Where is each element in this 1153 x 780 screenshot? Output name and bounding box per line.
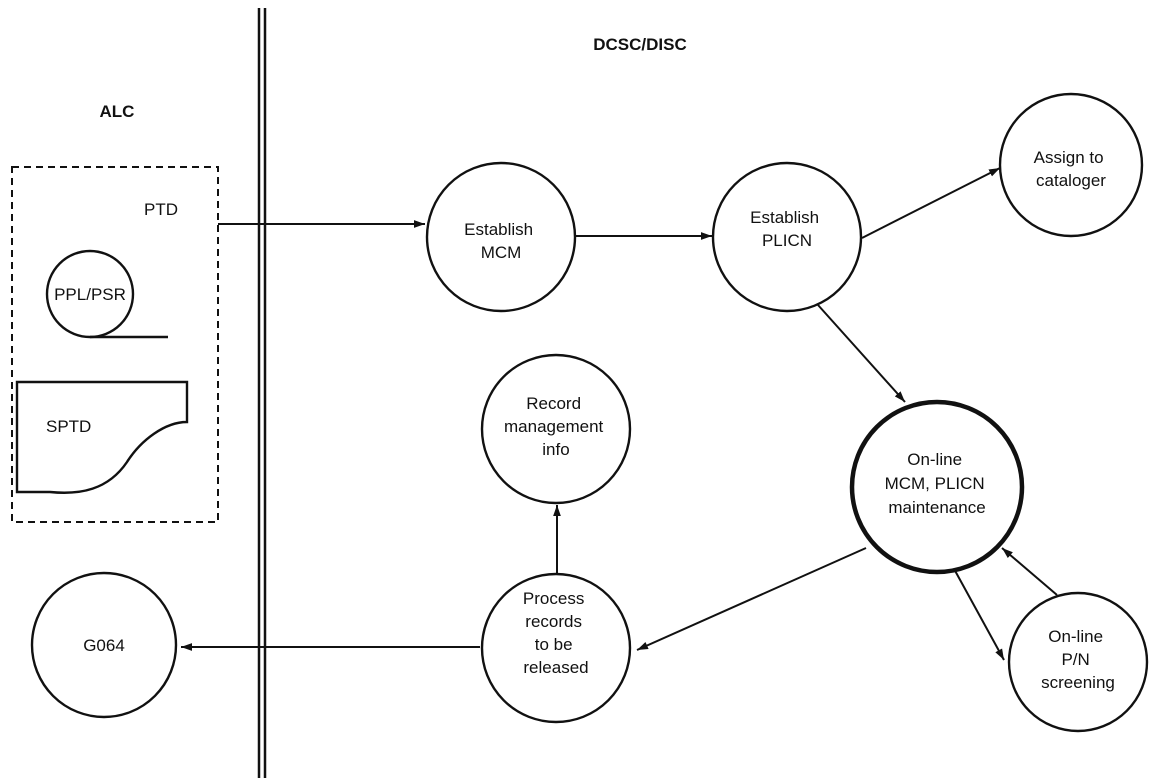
ptd-label: PTD — [144, 200, 178, 219]
node-establish-mcm: Establish MCM — [425, 161, 577, 313]
node-process-label: Process records to be released — [523, 589, 589, 677]
ptd-group: PTD PPL/PSR SPTD — [11, 166, 219, 523]
edge-maintenance-to-process — [636, 547, 867, 651]
edge-maintenance-to-screening — [952, 566, 1005, 661]
edge-screening-to-maintenance — [1001, 547, 1058, 596]
edges — [181, 167, 1058, 661]
edge-plicn-to-maintenance — [817, 304, 906, 403]
lane-header-alc: ALC — [100, 102, 135, 121]
node-assign-to-cataloger: Assign to cataloger — [998, 92, 1144, 238]
node-maintenance-label: On-line MCM, PLICN maintenance — [885, 450, 990, 517]
node-process-records: Process records to be released — [480, 572, 632, 724]
node-assign-label: Assign to cataloger — [1034, 148, 1109, 190]
node-establish-mcm-label: Establish MCM — [464, 220, 538, 262]
edge-plicn-to-assign — [861, 167, 1001, 239]
document-label: SPTD — [46, 417, 91, 436]
tape-label: PPL/PSR — [54, 285, 126, 304]
node-screening-label: On-line P/N screening — [1041, 627, 1115, 692]
document-symbol: SPTD — [15, 380, 189, 494]
magnetic-tape-symbol: PPL/PSR — [45, 249, 168, 339]
node-online-mcm-plicn-maintenance: On-line MCM, PLICN maintenance — [849, 399, 1025, 575]
node-establish-plicn-label: Establish PLICN — [750, 208, 824, 250]
lane-header-dcsc-disc: DCSC/DISC — [593, 35, 687, 54]
lane-divider — [257, 8, 267, 778]
node-g064-label: G064 — [83, 636, 125, 655]
node-record-management-info: Record management info — [480, 353, 632, 505]
node-g064: G064 — [30, 571, 178, 719]
ptd-dashed-box — [11, 166, 219, 523]
node-online-pn-screening: On-line P/N screening — [1007, 591, 1149, 733]
node-record-label: Record management info — [504, 394, 608, 459]
node-establish-plicn: Establish PLICN — [711, 161, 863, 313]
